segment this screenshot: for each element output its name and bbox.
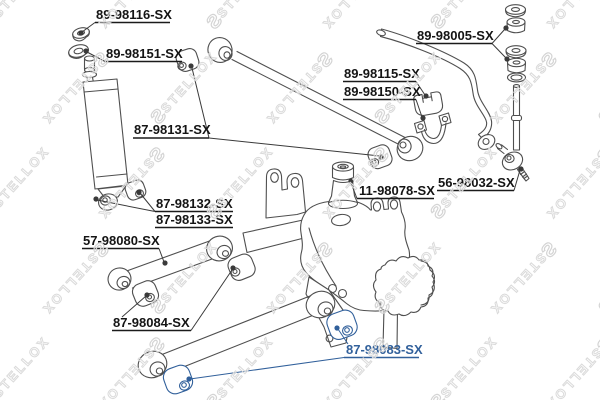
stabilizer-bar [376, 28, 496, 150]
shock-top-bushing [68, 44, 90, 59]
part-label-87-98084: 87-98084-SX [113, 315, 190, 330]
shock-absorber [81, 55, 129, 211]
part-label-89-98151: 89-98151-SX [106, 46, 183, 61]
link-hardware-stack [504, 4, 527, 83]
part-number-labels: 89-98116-SX 89-98151-SX 89-98005-SX 89-9… [83, 7, 515, 357]
stabilizer-bushing [413, 91, 444, 116]
stabilizer-link [495, 84, 530, 182]
lower-control-arm [137, 290, 336, 379]
frame-mount-tabs [265, 168, 307, 219]
part-label-87-98132: 87-98132-SX [156, 196, 233, 211]
upper-control-arm [207, 37, 424, 162]
part-label-87-98083-highlighted[interactable]: 87-98083-SX [346, 342, 423, 357]
part-label-89-98115: 89-98115-SX [344, 66, 420, 81]
lower-arm-bushing-left-highlight [162, 364, 194, 395]
bump-stop [327, 161, 359, 210]
frame-beam [242, 217, 311, 254]
part-label-56-98032: 56-98032-SX [438, 175, 515, 190]
lower-arm-bushing-right-highlight [326, 309, 358, 341]
control-rod [107, 235, 233, 291]
part-label-89-98005: 89-98005-SX [417, 28, 494, 43]
leader-lines [78, 21, 524, 382]
axle-bracket [300, 196, 436, 350]
rod-bushing-right [227, 253, 256, 281]
part-label-57-98080: 57-98080-SX [83, 233, 160, 248]
part-label-89-98150: 89-98150-SX [344, 84, 421, 99]
stabilizer-bracket [413, 112, 452, 145]
part-label-87-98133: 87-98133-SX [156, 212, 233, 227]
part-label-11-98078: 11-98078-SX [359, 183, 435, 198]
part-label-87-98131: 87-98131-SX [134, 122, 211, 137]
part-label-89-98116: 89-98116-SX [96, 7, 172, 22]
